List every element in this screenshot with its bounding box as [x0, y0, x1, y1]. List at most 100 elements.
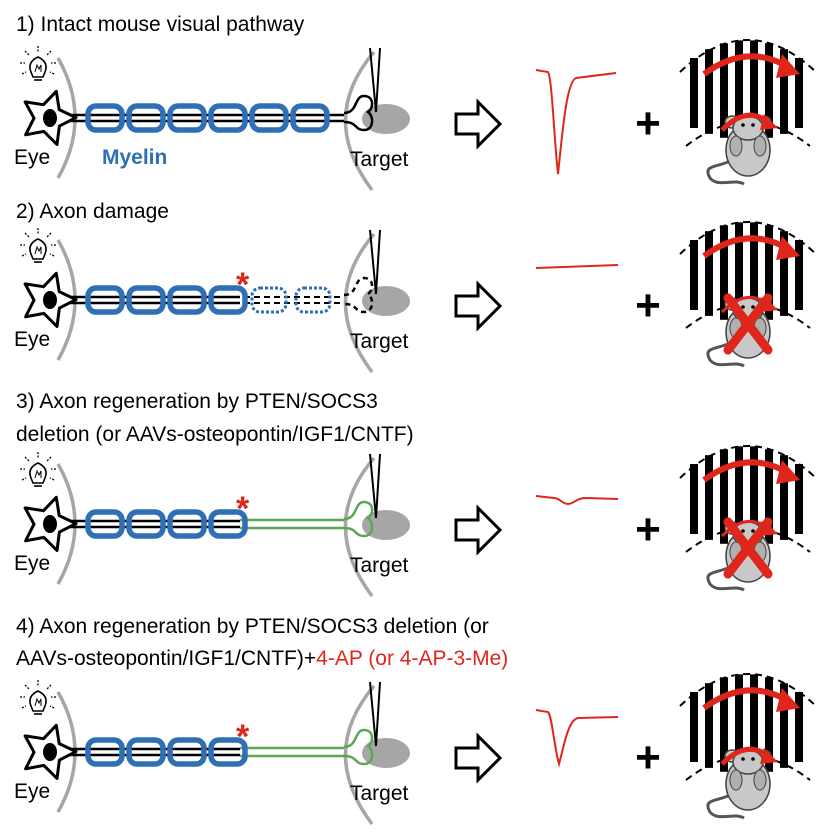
- drum-top-arc: [679, 445, 817, 479]
- drum-rotation-arrowhead: [776, 460, 800, 484]
- plus-sign: +: [635, 733, 661, 782]
- mouse-eye: [741, 305, 745, 309]
- stripe: [750, 222, 758, 322]
- neuron-soma: [23, 89, 78, 146]
- mouse-eye: [751, 757, 755, 761]
- stripe: [765, 449, 773, 544]
- row-title: 4) Axon regeneration by PTEN/SOCS3 delet…: [16, 615, 489, 638]
- stripe: [720, 43, 728, 138]
- stripe: [795, 464, 803, 534]
- stripe: [780, 683, 788, 768]
- stripe: [750, 40, 758, 140]
- stripe: [765, 677, 773, 772]
- neuron-soma: [23, 495, 78, 552]
- myelin-segment: [126, 737, 166, 767]
- stripe: [720, 225, 728, 320]
- mouse-eye: [741, 123, 745, 127]
- myelin-segment: [167, 285, 207, 315]
- arrow-right-icon: [454, 732, 503, 784]
- mouse-eye: [751, 305, 755, 309]
- myelin-segment: [208, 737, 248, 767]
- mouse-paw: [729, 769, 743, 791]
- electrophysiology-trace: [535, 495, 619, 506]
- electrophysiology-trace: [535, 709, 619, 768]
- cross-icon: [723, 517, 773, 579]
- plus-sign: +: [635, 281, 661, 330]
- stripe: [750, 446, 758, 546]
- stripe: [690, 240, 698, 310]
- arrow-right-icon: [454, 504, 503, 556]
- nucleus: [43, 109, 57, 127]
- mouse-tail: [706, 158, 745, 186]
- drum-bottom-arc: [685, 303, 811, 329]
- stripe: [705, 231, 713, 316]
- mouse-tail: [706, 340, 745, 368]
- treatment-label: 4-AP (or 4-AP-3-Me): [316, 647, 509, 670]
- stripe: [690, 58, 698, 128]
- neuron-soma: [23, 723, 78, 780]
- myelin-segment: [167, 509, 207, 539]
- drum-top-arc: [679, 39, 817, 73]
- stripe: [780, 455, 788, 540]
- optomotor-drum: [679, 221, 817, 368]
- target-boundary: [343, 456, 376, 598]
- drum-rotation-arrow: [702, 687, 792, 711]
- nucleus: [43, 291, 57, 309]
- target-boundary: [343, 232, 376, 374]
- mouse-tail: [706, 564, 745, 592]
- recording-electrode: [369, 453, 381, 519]
- stripe: [735, 446, 743, 546]
- plus-sign: +: [635, 505, 661, 554]
- stripe: [780, 231, 788, 316]
- target-label: Target: [350, 330, 409, 353]
- synaptic-terminal: [343, 500, 374, 538]
- myelin-label: Myelin: [102, 146, 167, 169]
- myelin-segment: [85, 737, 125, 767]
- stripe: [720, 677, 728, 772]
- drum-rotation-arrowhead: [776, 54, 800, 78]
- synaptic-terminal: [343, 276, 374, 314]
- electrophysiology-trace: [535, 264, 619, 269]
- stripe: [795, 240, 803, 310]
- mouse-eye: [751, 529, 755, 533]
- target-label: Target: [350, 554, 409, 577]
- row-title-line2: AAVs-osteopontin/IGF1/CNTF)+4-AP (or 4-A…: [16, 647, 509, 670]
- stripe: [795, 692, 803, 762]
- mouse-icon: [706, 749, 772, 820]
- synaptic-terminal: [343, 728, 374, 766]
- myelin-segment: [167, 737, 207, 767]
- mouse-eye: [751, 123, 755, 127]
- myelin-segment: [167, 103, 207, 133]
- row-title: 2) Axon damage: [16, 200, 169, 223]
- mouse-tail: [706, 792, 745, 820]
- stripe: [705, 455, 713, 540]
- myelin-segment: [290, 103, 330, 133]
- injury-site-marker: *: [236, 490, 250, 528]
- mouse-icon: [706, 115, 772, 186]
- mouse-eye: [741, 757, 745, 761]
- drum-bottom-arc: [685, 755, 811, 781]
- arrow-right-icon: [454, 280, 503, 332]
- stripe: [765, 225, 773, 320]
- light-bulb-icon: [20, 680, 56, 715]
- target-nucleus: [362, 510, 410, 540]
- drum-bottom-arc: [685, 527, 811, 553]
- myelin-segment: [85, 285, 125, 315]
- grating-stripes: [690, 222, 803, 322]
- target-boundary: [343, 50, 376, 192]
- mouse-paw: [753, 769, 767, 791]
- drum-top-arc: [679, 221, 817, 255]
- stripe: [795, 58, 803, 128]
- stripe: [690, 692, 698, 762]
- row-title: 1) Intact mouse visual pathway: [16, 13, 305, 36]
- head-turn-arrowhead: [760, 114, 778, 130]
- stripe: [720, 449, 728, 544]
